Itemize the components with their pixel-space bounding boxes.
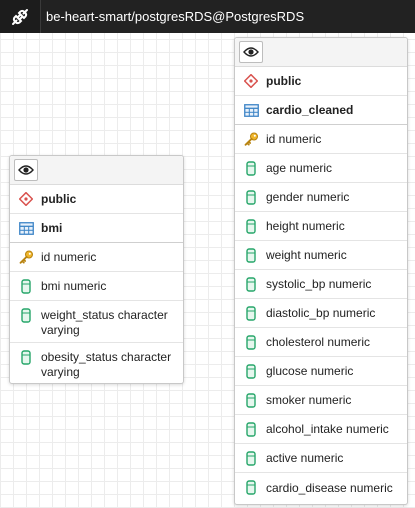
column-row: systolic_bp numeric (235, 270, 407, 299)
column-icon (243, 421, 259, 437)
column-icon (243, 305, 259, 321)
column-row: obesity_status character varying (10, 343, 183, 385)
table-name-row: bmi (10, 214, 183, 243)
column-row: age numeric (235, 154, 407, 183)
column-icon (243, 276, 259, 292)
title-bar: be-heart-smart/postgresRDS@PostgresRDS (0, 0, 415, 33)
column-row: weight_status character varying (10, 301, 183, 343)
column-label: glucose numeric (266, 364, 354, 378)
table-name: bmi (41, 221, 63, 235)
column-icon (18, 350, 34, 365)
table-node-bmi[interactable]: public bmi id numeric bmi numeric (9, 155, 184, 384)
column-row: glucose numeric (235, 357, 407, 386)
table-node-cardio-cleaned[interactable]: public cardio_cleaned id numeric age num… (234, 37, 408, 505)
column-icon (18, 308, 34, 323)
column-icon (243, 218, 259, 234)
column-icon (18, 278, 34, 294)
connection-title: be-heart-smart/postgresRDS@PostgresRDS (46, 9, 305, 24)
column-row: cholesterol numeric (235, 328, 407, 357)
column-row: gender numeric (235, 183, 407, 212)
column-icon (243, 392, 259, 408)
column-label: id numeric (41, 250, 97, 264)
column-row: active numeric (235, 444, 407, 473)
column-row: id numeric (235, 125, 407, 154)
primary-key-icon (18, 250, 34, 264)
column-label: id numeric (266, 132, 322, 146)
table-icon (18, 221, 34, 235)
schema-row: public (10, 185, 183, 214)
column-icon (243, 160, 259, 176)
column-label: cardio_disease numeric (266, 480, 393, 495)
column-label: height numeric (266, 219, 345, 233)
column-icon (243, 334, 259, 350)
column-label: gender numeric (266, 190, 350, 204)
eye-icon[interactable] (239, 41, 263, 63)
column-label: active numeric (266, 451, 344, 465)
table-node-header (235, 38, 407, 67)
column-label: weight_status character varying (41, 308, 168, 337)
schema-icon (18, 192, 34, 206)
eye-icon[interactable] (14, 159, 38, 181)
table-name: cardio_cleaned (266, 103, 354, 117)
column-icon (243, 480, 259, 495)
column-icon (243, 189, 259, 205)
column-label: obesity_status character varying (41, 350, 172, 379)
column-row: weight numeric (235, 241, 407, 270)
column-label: systolic_bp numeric (266, 277, 372, 291)
column-row: cardio_disease numeric (235, 473, 407, 502)
column-icon (243, 363, 259, 379)
column-label: cholesterol numeric (266, 335, 371, 349)
schema-row: public (235, 67, 407, 96)
column-label: alcohol_intake numeric (266, 422, 389, 436)
table-node-header (10, 156, 183, 185)
column-label: diastolic_bp numeric (266, 306, 376, 320)
column-icon (243, 450, 259, 466)
column-label: age numeric (266, 161, 333, 175)
column-row: smoker numeric (235, 386, 407, 415)
schema-icon (243, 74, 259, 88)
column-row: id numeric (10, 243, 183, 272)
connection-plug-icon[interactable] (0, 0, 41, 33)
column-row: diastolic_bp numeric (235, 299, 407, 328)
column-label: bmi numeric (41, 279, 107, 293)
table-name-row: cardio_cleaned (235, 96, 407, 125)
schema-name: public (41, 192, 77, 206)
column-label: weight numeric (266, 248, 347, 262)
schema-name: public (266, 74, 302, 88)
column-row: height numeric (235, 212, 407, 241)
column-label: smoker numeric (266, 393, 352, 407)
primary-key-icon (243, 132, 259, 146)
table-icon (243, 103, 259, 117)
column-row: bmi numeric (10, 272, 183, 301)
column-icon (243, 247, 259, 263)
column-row: alcohol_intake numeric (235, 415, 407, 444)
